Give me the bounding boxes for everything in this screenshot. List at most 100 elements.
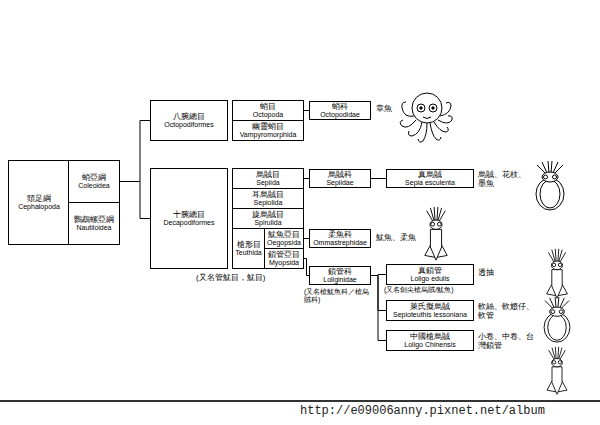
chinese-name: 真烏賊 — [418, 171, 442, 179]
taxon-box: 槍形目Teuthida — [232, 228, 265, 269]
taxon-text: 頭足綱Cephalopoda — [9, 161, 69, 244]
taxon-connector — [371, 276, 386, 341]
latin-name: Sepioteuthis lessoniana — [393, 311, 467, 318]
latin-name: Sepiida — [256, 179, 279, 186]
taxon-connector — [120, 121, 150, 182]
taxon-text: 真烏賊Sepia esculenta — [387, 170, 473, 187]
taxon-text: 鸚鵡螺亞綱Nautiloidea — [69, 203, 119, 244]
taxon-text: 烏賊科Sepiidae — [310, 170, 370, 187]
latin-name: Oegopsida — [267, 239, 301, 246]
taxon-text: 真鎖管Loligo edulis — [387, 265, 473, 284]
latin-name: Teuthida — [235, 249, 261, 256]
chinese-name: 蛸目 — [260, 103, 276, 111]
octopus-figure — [400, 93, 452, 142]
taxon-box: 烏賊科Sepiidae — [309, 169, 371, 188]
note-label: 烏賊、花枝、墨魚 — [478, 170, 528, 188]
taxon-box: 耳烏賊目Sepiolida — [232, 188, 304, 209]
chinese-name: 槍形目 — [237, 241, 261, 249]
chinese-name: 柔魚科 — [328, 231, 352, 239]
taxon-box: 頭足綱Cephalopoda蛸亞綱Coleoidea鸚鵡螺亞綱Nautiloid… — [8, 160, 120, 245]
note-label: (又名劍尖槍烏賊/魷魚) — [384, 286, 478, 294]
taxon-box: 真鎖管Loligo edulis — [386, 264, 474, 285]
squid-figure — [425, 207, 447, 260]
taxon-text: 蛸亞綱Coleoidea — [69, 161, 119, 202]
chinese-name: 鎖管科 — [328, 268, 352, 276]
taxon-text: 鎖管亞目Myopsida — [265, 249, 303, 268]
note-label: 軟絲、軟翅仔、軟管 — [478, 302, 536, 320]
latin-name: Vampyromorphida — [240, 131, 297, 138]
latin-name: Sepiolida — [254, 199, 283, 206]
taxon-connector — [371, 178, 386, 179]
taxon-box: 魷魚亞目Oegopsida — [264, 228, 304, 249]
chinese-name: 鸚鵡螺亞綱 — [74, 216, 114, 224]
latin-name: Cephalopoda — [18, 203, 60, 210]
chinese-name: 蛸亞綱 — [82, 174, 106, 182]
latin-name: Ommastrephidae — [313, 239, 367, 246]
chinese-name: 幽靈蛸目 — [252, 123, 284, 131]
taxon-text: 萊氏擬烏賊Sepioteuthis lessoniana — [387, 301, 473, 320]
taxon-text: 幽靈蛸目Vampyromorphida — [233, 121, 303, 140]
latin-name: Coleoidea — [78, 182, 110, 189]
taxon-box: 柔魚科Ommastrephidae — [309, 229, 371, 248]
cuttlefish-figure — [536, 161, 564, 210]
taxon-text: 烏賊目Sepiida — [233, 169, 303, 188]
taxon-box: 蛸亞綱Coleoidea — [68, 160, 120, 203]
taxon-text: 蛸目Octopoda — [233, 101, 303, 120]
latin-name: Loligo Chinensis — [404, 341, 455, 348]
chinese-name: 烏賊目 — [256, 171, 280, 179]
latin-name: Decapodiformes — [164, 219, 215, 226]
source-url: http://e09006anny.pixnet.net/album — [300, 405, 592, 419]
chinese-name: 鎖管亞目 — [268, 251, 300, 259]
taxon-box: 真烏賊Sepia esculenta — [386, 169, 474, 188]
note-label: 透抽 — [478, 268, 518, 277]
chinese-name: 八腕總目 — [173, 113, 205, 121]
taxon-box: 中國槍烏賊Loligo Chinensis — [386, 330, 474, 351]
taxon-text: 鎖管科Loliginidae — [310, 267, 370, 284]
latin-name: Spirulida — [254, 219, 281, 226]
taxon-box: 八腕總目Octopodiformes — [150, 100, 228, 141]
latin-name: Myopsida — [269, 259, 299, 266]
taxon-box: 蛸科Octopodidae — [309, 101, 371, 120]
taxon-text: 十腕總目Decapodiformes — [151, 169, 227, 268]
taxon-text: 中國槍烏賊Loligo Chinensis — [387, 331, 473, 350]
note-label: 小卷、中卷、台灣鎖管 — [478, 332, 536, 350]
taxon-text: 耳烏賊目Sepiolida — [233, 189, 303, 208]
taxon-box: 鸚鵡螺亞綱Nautiloidea — [68, 202, 120, 245]
chinese-name: 十腕總目 — [173, 211, 205, 219]
taxon-box: 鎖管科Loliginidae — [309, 266, 371, 285]
latin-name: Octopodidae — [320, 111, 360, 118]
taxon-box: 旋烏賊目Spirulida — [232, 208, 304, 229]
chinese-name: 中國槍烏賊 — [410, 333, 450, 341]
note-label: 章魚 — [376, 104, 400, 113]
chinese-name: 真鎖管 — [418, 267, 442, 275]
chinese-name: 旋烏賊目 — [252, 211, 284, 219]
squid-figure — [547, 249, 568, 298]
chinese-name: 頭足綱 — [27, 195, 51, 203]
taxon-text: 魷魚亞目Oegopsida — [265, 229, 303, 248]
latin-name: Sepia esculenta — [405, 179, 455, 186]
latin-name: Octopoda — [253, 111, 283, 118]
taxon-box: 烏賊目Sepiida — [232, 168, 304, 189]
taxon-text: 槍形目Teuthida — [233, 229, 264, 268]
chinese-name: 烏賊科 — [328, 171, 352, 179]
latin-name: Sepiidae — [326, 179, 353, 186]
squid-figure — [547, 347, 567, 395]
latin-name: Loligo edulis — [411, 275, 450, 282]
taxon-box: 十腕總目Decapodiformes — [150, 168, 228, 269]
note-label: 魷魚、柔魚 — [376, 233, 420, 242]
taxon-text: 旋烏賊目Spirulida — [233, 209, 303, 228]
chinese-name: 耳烏賊目 — [252, 191, 284, 199]
taxon-connector — [120, 182, 150, 219]
chinese-name: 魷魚亞目 — [268, 231, 300, 239]
taxon-box: 鎖管亞目Myopsida — [264, 248, 304, 269]
note-label: (又名槍魷魚科／槍烏賊科) — [304, 288, 372, 304]
latin-name: Nautiloidea — [76, 224, 111, 231]
latin-name: Octopodiformes — [164, 121, 213, 128]
bigfin-squid-figure — [544, 297, 570, 342]
latin-name: Loliginidae — [323, 276, 356, 283]
note-label: (又名管魷目，魷目) — [196, 273, 304, 282]
taxon-text: 柔魚科Ommastrephidae — [310, 230, 370, 247]
taxon-box: 蛸目Octopoda — [232, 100, 304, 121]
taxon-text: 八腕總目Octopodiformes — [151, 101, 227, 140]
